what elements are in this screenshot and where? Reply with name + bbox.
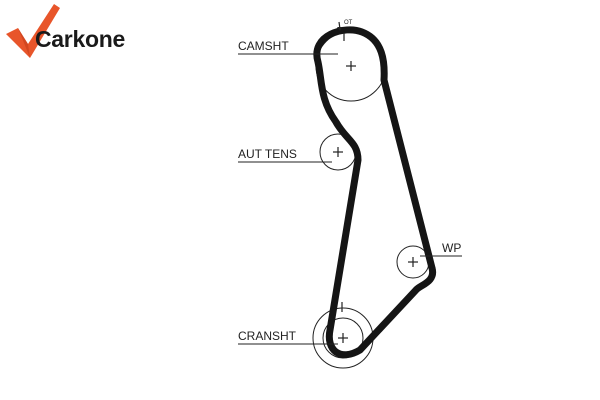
tensioner-label: AUT TENS — [238, 147, 297, 161]
carkone-logo: Carkone — [4, 2, 164, 62]
brand-name: Carkone — [35, 26, 125, 52]
timing-mark-label: OT — [344, 20, 353, 26]
camshaft-label: CAMSHT — [238, 39, 289, 53]
crankshaft-label: CRANSHT — [238, 329, 297, 343]
timing-belt — [313, 26, 437, 359]
checkmark-logo-icon — [6, 4, 60, 58]
water-pump-label: WP — [442, 241, 461, 255]
ot-arrowhead-icon — [337, 27, 342, 31]
water-pump-center-mark — [408, 257, 418, 267]
crankshaft-center-mark — [338, 333, 348, 343]
tensioner-center-mark — [333, 147, 343, 157]
camshaft-center-mark — [346, 61, 356, 71]
